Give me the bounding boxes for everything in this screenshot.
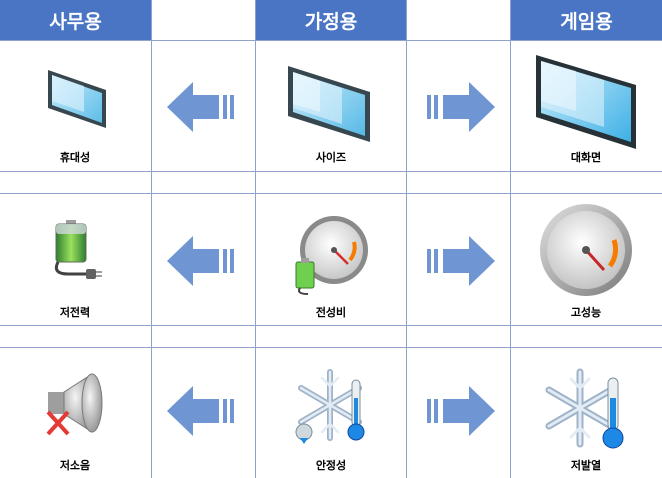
label-high-performance: 고성능 xyxy=(570,306,602,319)
label-low-heat: 저발열 xyxy=(570,459,602,472)
header-home: 가정용 xyxy=(256,0,406,40)
header-gaming: 게임용 xyxy=(511,0,662,40)
arrow-left-icon xyxy=(167,82,234,132)
grid-divider xyxy=(510,0,511,478)
grid-divider xyxy=(406,0,407,478)
medium-monitor-icon xyxy=(288,66,370,142)
arrow-left-icon xyxy=(167,236,234,286)
label-low-noise: 저소음 xyxy=(59,459,91,472)
grid-divider xyxy=(0,347,662,348)
arrow-right-icon xyxy=(427,386,495,436)
grid-divider xyxy=(0,40,662,41)
label-low-power: 저전력 xyxy=(59,306,91,319)
label-portable: 휴대성 xyxy=(59,151,91,164)
label-large-screen: 대화면 xyxy=(570,151,602,164)
speaker-muted-icon xyxy=(46,373,103,436)
arrow-right-icon xyxy=(427,236,495,286)
label-power-efficiency: 전성비 xyxy=(315,306,347,319)
snowflake-thermometer-icon xyxy=(545,368,624,449)
label-stability: 안정성 xyxy=(315,459,347,472)
snowflake-thermometer-small-icon xyxy=(295,369,365,444)
grid-divider xyxy=(0,193,662,194)
header-office: 사무용 xyxy=(0,0,151,40)
small-monitor-icon xyxy=(48,70,106,128)
battery-icon xyxy=(54,220,102,279)
large-monitor-icon xyxy=(536,55,636,149)
arrow-left-icon xyxy=(167,386,234,436)
grid-divider xyxy=(0,171,662,172)
arrow-right-icon xyxy=(427,82,495,132)
grid-divider xyxy=(151,0,152,478)
grid-divider xyxy=(0,325,662,326)
label-size: 사이즈 xyxy=(315,151,347,164)
gauge-icon xyxy=(540,204,632,296)
gauge-battery-icon xyxy=(295,216,368,295)
grid-divider xyxy=(255,0,256,478)
